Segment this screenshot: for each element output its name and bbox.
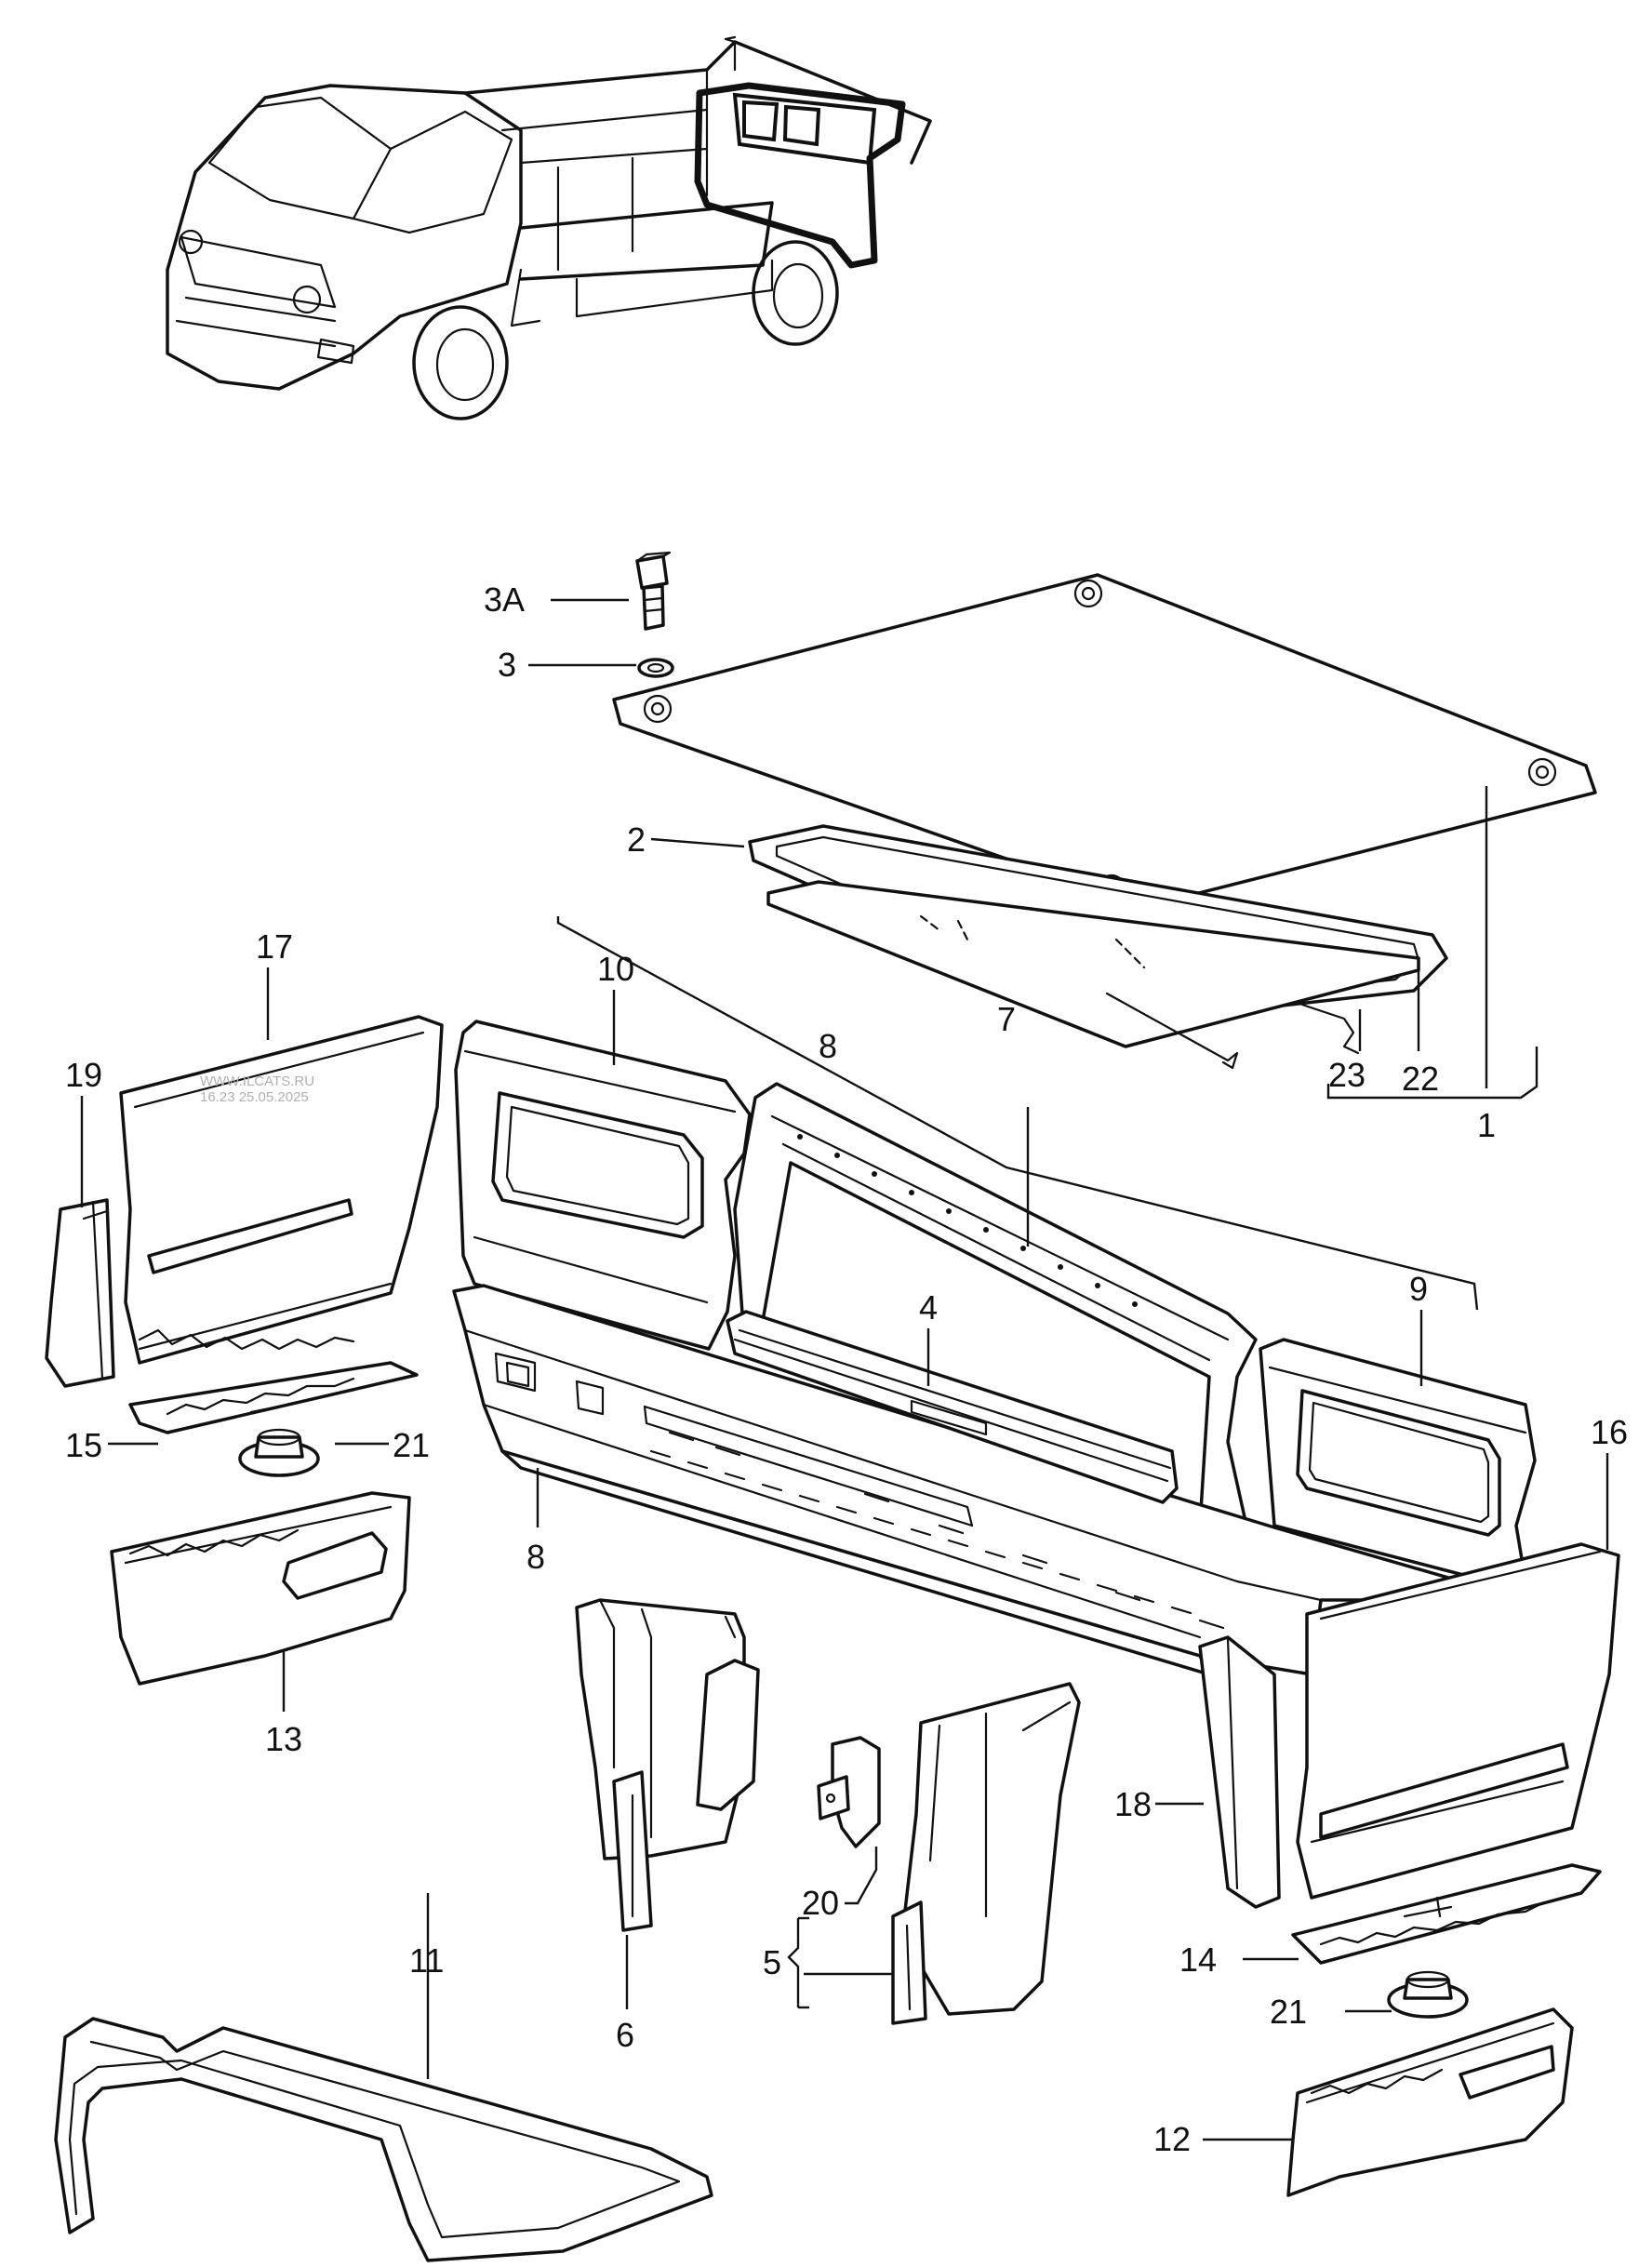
callout-13: 13 [265,1720,302,1758]
support-bracket-part-5 [891,1682,1081,2025]
callout-8-bottom: 8 [526,1538,545,1576]
seal-part-11 [54,2017,713,2262]
fastener-part-21-right [1387,1970,1469,2019]
bolt-part-3a [635,551,672,631]
clip-part-20 [817,1736,881,1848]
callout-21-right: 21 [1270,1993,1307,2031]
callout-leaders [80,598,1609,2141]
fastener-part-21-left [238,1428,320,1477]
callout-4: 4 [919,1288,938,1327]
callout-3: 3 [498,646,516,684]
watermark: WWW.ILCATS.RU 16.23 25.05.2025 [200,1073,314,1105]
callout-12: 12 [1153,2120,1191,2158]
callout-19: 19 [65,1056,102,1094]
callout-16: 16 [1591,1413,1628,1451]
side-panel-part-13 [110,1491,411,1686]
callout-8-top: 8 [819,1027,837,1065]
callout-labels: 3A 3 2 17 19 10 8 7 23 22 1 9 4 16 15 21… [65,580,1628,2158]
callout-3a: 3A [484,580,525,619]
callout-2: 2 [627,820,646,859]
callout-6: 6 [616,2016,634,2054]
callout-15: 15 [65,1426,102,1464]
side-panel-part-12 [1286,2007,1574,2197]
callout-22: 22 [1402,1060,1439,1098]
left-end-panel-part-17 [119,1015,444,1365]
corner-strip-part-18 [1198,1635,1281,1909]
washer-part-3 [637,658,674,678]
support-plate-part-22 [766,880,1420,1048]
callout-1: 1 [1477,1106,1496,1144]
watermark-site: WWW.ILCATS.RU [200,1073,314,1089]
watermark-timestamp: 16.23 25.05.2025 [200,1089,309,1105]
corner-strip-part-19 [45,1198,115,1388]
callout-11: 11 [409,1941,444,1980]
callout-14: 14 [1179,1940,1217,1979]
callout-23: 23 [1328,1056,1366,1094]
callout-20: 20 [802,1884,839,1922]
bracket-part-15 [128,1361,419,1434]
callout-17: 17 [256,927,293,966]
vehicle-overview-illustration [166,35,932,420]
headboard-assembly-part-8 [452,1020,1620,1900]
callout-21-left: 21 [393,1426,430,1464]
support-bracket-part-6 [575,1598,760,1932]
retaining-wire-part-23 [1105,992,1360,1070]
callout-9: 9 [1409,1270,1428,1308]
bracket-part-14 [1291,1863,1602,1965]
callout-5: 5 [763,1943,781,1981]
callout-7: 7 [997,1000,1016,1038]
callout-10: 10 [597,950,634,988]
callout-18: 18 [1114,1785,1152,1823]
